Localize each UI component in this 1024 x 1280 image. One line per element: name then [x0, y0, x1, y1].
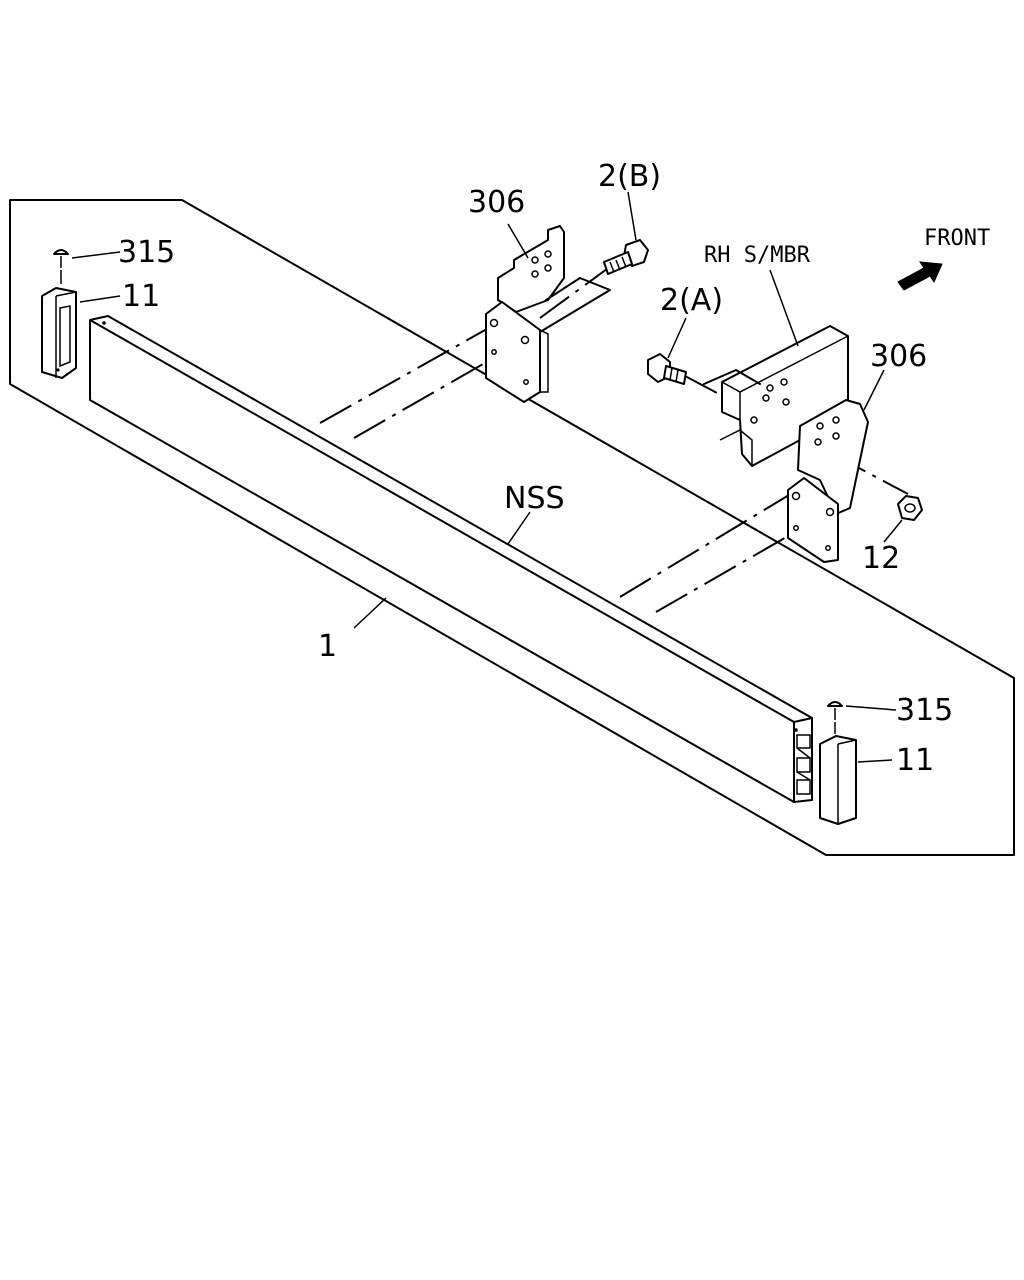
leader-line — [353, 597, 387, 629]
end-cap-right — [819, 735, 857, 825]
leader-line — [883, 519, 903, 543]
bracket-right — [787, 399, 869, 563]
end-cap-left — [41, 287, 77, 379]
label-bumper: 1 — [318, 629, 337, 664]
front-arrow-icon — [897, 261, 943, 291]
leader-line — [79, 295, 121, 303]
assembly-line — [319, 324, 495, 424]
label-side-member: RH S/MBR — [704, 243, 811, 268]
label-screw-right: 315 — [896, 693, 953, 728]
label-bracket-left: 306 — [468, 185, 525, 220]
leader-line — [507, 511, 531, 545]
bolt-a — [647, 353, 687, 385]
leader-line — [507, 223, 529, 259]
assembly-line — [619, 491, 795, 598]
label-screw-left: 315 — [118, 235, 175, 270]
bumper-beam — [89, 315, 813, 803]
label-cap-right: 11 — [896, 743, 934, 778]
assembly-line — [655, 511, 831, 613]
label-bolt-b: 2(B) — [598, 159, 661, 194]
label-nut: 12 — [862, 541, 900, 576]
label-nss: NSS — [504, 481, 565, 516]
screw-right — [827, 701, 843, 734]
leader-line — [667, 317, 687, 359]
boundary-frame — [9, 199, 1015, 856]
assembly-line — [353, 339, 526, 439]
label-front: FRONT — [924, 226, 990, 251]
leader-line — [627, 191, 637, 241]
bolt-b — [603, 239, 649, 275]
leader-line — [845, 705, 897, 711]
assembly-line — [539, 265, 612, 319]
bracket-left — [485, 225, 611, 403]
label-bolt-a: 2(A) — [660, 283, 723, 318]
leader-line — [857, 759, 893, 763]
label-bracket-right: 306 — [870, 339, 927, 374]
leader-line — [769, 269, 799, 347]
screw-left — [53, 249, 69, 284]
label-cap-left: 11 — [122, 279, 160, 314]
nut — [897, 495, 923, 521]
leader-line — [71, 251, 121, 259]
leader-line — [863, 369, 885, 411]
